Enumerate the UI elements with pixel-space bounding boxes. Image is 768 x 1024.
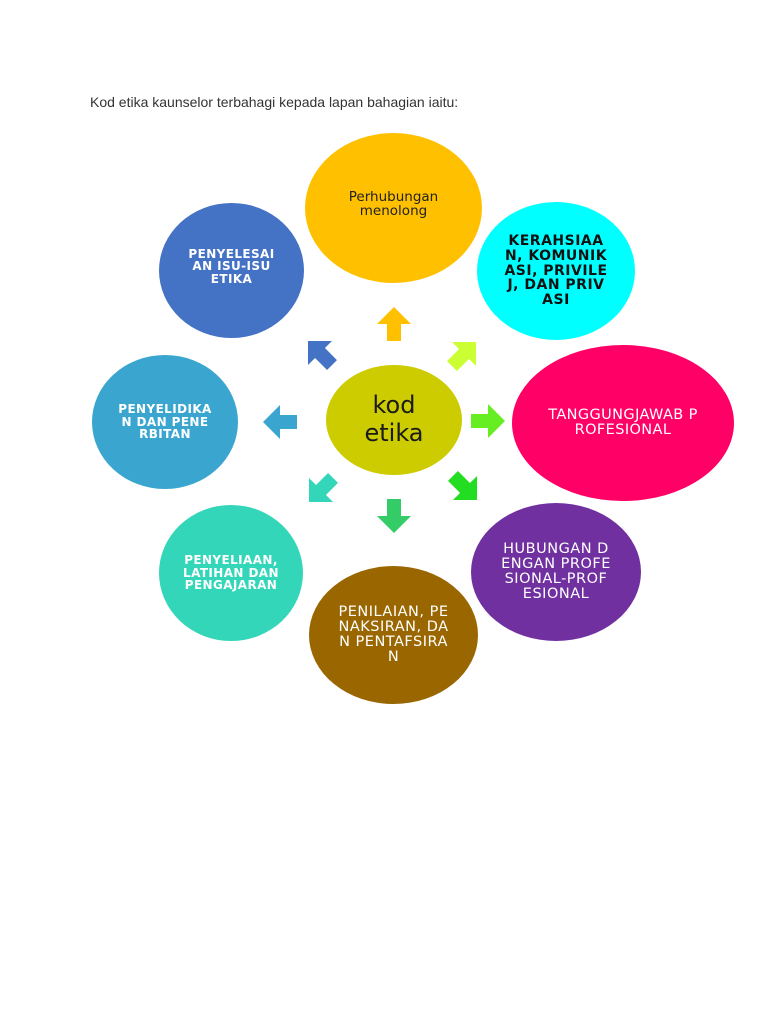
arrow-down-icon — [376, 498, 412, 534]
center-node-label: kod etika — [364, 391, 424, 447]
intro-text: Kod etika kaunselor terbahagi kepada lap… — [90, 94, 459, 110]
arrow-up-right-icon — [446, 336, 482, 372]
arrow-right-shape — [471, 404, 505, 438]
node-label: PENILAIAN, PENAKSIRAN, DAN PENTAFSIRAN — [338, 603, 449, 666]
node-label: HUBUNGAN DENGAN PROFESIONAL-PROFESIONAL — [501, 540, 611, 603]
node-hubungan-profesional: HUBUNGAN DENGAN PROFESIONAL-PROFESIONAL — [471, 503, 641, 641]
node-label: KERAHSIAAN, KOMUNIKASI, PRIVILEJ, DAN PR… — [504, 233, 608, 309]
arrow-down-shape — [377, 499, 411, 533]
node-penyelesaian-isu: PENYELESAIAN ISU-ISU ETIKA — [159, 203, 304, 338]
arrow-down-left-shape — [308, 473, 338, 503]
arrow-down-right-shape — [448, 471, 478, 501]
node-label: PENYELIAAN, LATIHAN DAN PENGAJARAN — [183, 553, 279, 593]
node-tanggungjawab-profesional: TANGGUNGJAWAB PROFESIONAL — [512, 345, 734, 501]
node-penyelidikan: PENYELIDIKAN DAN PENERBITAN — [92, 355, 238, 489]
node-perhubungan-menolong: Perhubungan menolong — [305, 133, 482, 283]
node-kerahsiaan: KERAHSIAAN, KOMUNIKASI, PRIVILEJ, DAN PR… — [477, 202, 635, 340]
center-node-kod-etika: kod etika — [326, 365, 462, 475]
node-label: PENYELIDIKAN DAN PENERBITAN — [118, 402, 212, 442]
arrow-down-left-icon — [303, 472, 339, 508]
node-label: Perhubungan menolong — [348, 188, 439, 219]
arrow-up-icon — [376, 306, 412, 342]
arrow-up-shape — [377, 307, 411, 341]
arrow-left-shape — [263, 405, 297, 439]
arrow-up-right-shape — [447, 341, 477, 371]
node-penyeliaan: PENYELIAAN, LATIHAN DAN PENGAJARAN — [159, 505, 303, 641]
arrow-up-left-icon — [302, 335, 338, 371]
node-penilaian: PENILAIAN, PENAKSIRAN, DAN PENTAFSIRAN — [309, 566, 478, 704]
node-label: PENYELESAIAN ISU-ISU ETIKA — [188, 246, 275, 286]
arrow-left-icon — [262, 404, 298, 440]
node-label: TANGGUNGJAWAB PROFESIONAL — [548, 406, 698, 438]
arrow-down-right-icon — [447, 470, 483, 506]
arrow-right-icon — [470, 403, 506, 439]
arrow-up-left-shape — [307, 340, 337, 370]
